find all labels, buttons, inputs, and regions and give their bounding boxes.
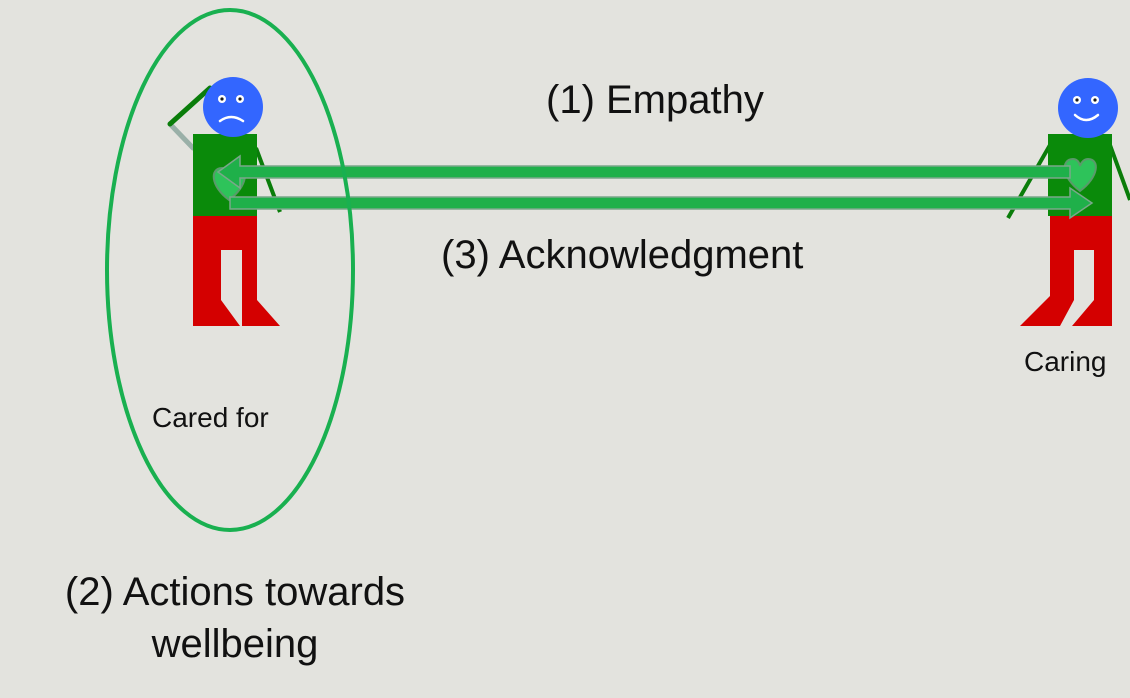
sad-face-icon (203, 77, 263, 137)
cared-for-label: Cared for (152, 402, 269, 433)
empathy-label: (1) Empathy (546, 78, 764, 122)
empathy-arrow (216, 154, 1071, 190)
actions-label-line2: wellbeing (151, 622, 319, 666)
caring-legs (1020, 216, 1112, 326)
actions-label-line1: (2) Actions towards (64, 570, 406, 614)
cared-for-ellipse (105, 8, 355, 532)
smiling-face-icon (1058, 78, 1118, 138)
caring-label: Caring (1024, 346, 1107, 377)
actions-label: (2) Actions towards wellbeing (0, 566, 470, 670)
heart-icon (1063, 157, 1097, 193)
acknowledgment-label: (3) Acknowledgment (441, 233, 804, 277)
cared-for-legs (193, 216, 280, 326)
acknowledgment-arrow (229, 186, 1094, 220)
